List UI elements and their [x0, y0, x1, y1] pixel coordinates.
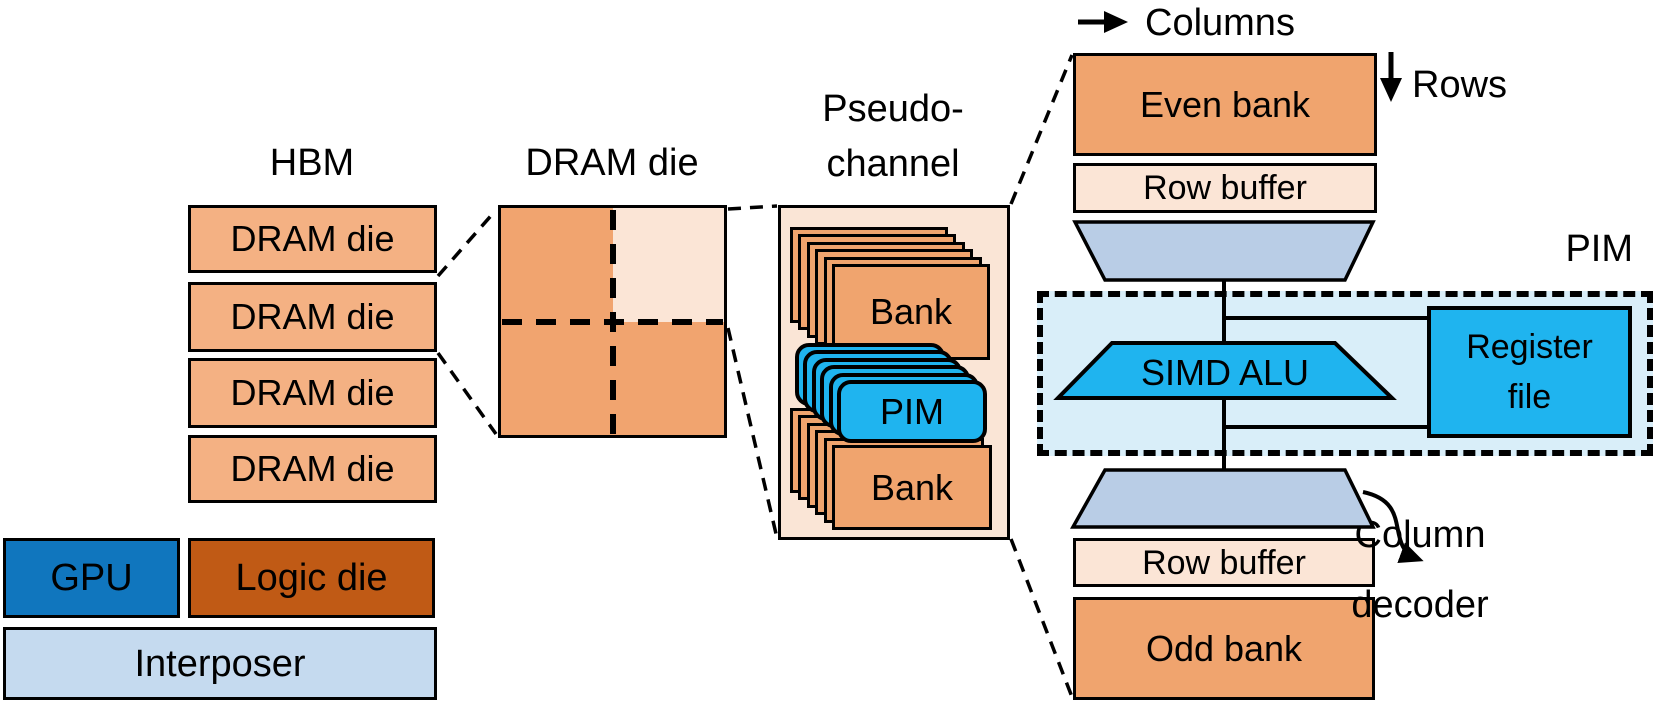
row-buffer-label: Row buffer: [1143, 169, 1307, 207]
even-bank-box: Even bank: [1073, 53, 1377, 156]
register-file-box: Register file: [1427, 306, 1632, 438]
bank-label: Bank: [870, 466, 954, 508]
logic-die-box: Logic die: [188, 538, 435, 618]
row-buffer-label: Row buffer: [1142, 543, 1306, 582]
bank-label: Bank: [869, 291, 953, 332]
dram-die-box-2: DRAM die: [188, 282, 437, 352]
odd-bank-box: Odd bank: [1073, 597, 1375, 700]
logic-die-label: Logic die: [235, 557, 388, 599]
column-decoder-line1: Column: [1354, 514, 1486, 556]
interposer-label: Interposer: [134, 642, 306, 685]
row-buffer-bottom-box: Row buffer: [1073, 538, 1375, 587]
dashed-connector-channel-to-bank-bottom: [1009, 538, 1074, 698]
gpu-box: GPU: [3, 538, 180, 618]
dram-die-box-1: DRAM die: [188, 205, 437, 273]
dram-die-label: DRAM die: [230, 372, 395, 413]
column-decoder-top-shape: [1072, 220, 1376, 282]
dashed-connector-hbm-to-die-top: [436, 208, 498, 278]
die-quadrant-top-right: [613, 208, 724, 322]
pseudo-channel-title: Pseudo- channel: [763, 82, 1023, 192]
pim-region-label: PIM: [1565, 228, 1633, 270]
dashed-connector-hbm-to-die-bottom: [436, 351, 498, 436]
dram-die-label: DRAM die: [230, 448, 395, 489]
die-quadrant-bottom-right: [613, 322, 724, 435]
dram-die-box-3: DRAM die: [188, 358, 437, 428]
dram-die-map: [498, 205, 727, 438]
hbm-title: HBM: [269, 142, 355, 184]
column-decoder-line2: decoder: [1351, 584, 1489, 626]
columns-label: Columns: [1145, 2, 1295, 44]
bank-front-bottom: Bank: [832, 445, 992, 530]
pseudo-channel-title-line1: Pseudo-: [822, 88, 964, 130]
pim-label: PIM: [879, 390, 944, 432]
dram-die-box-4: DRAM die: [188, 435, 437, 503]
die-quadrant-bottom-left: [501, 322, 613, 435]
register-file-line1: Register: [1466, 328, 1593, 366]
pseudo-channel-title-line2: channel: [826, 143, 960, 185]
dashed-connector-die-to-channel-top: [727, 204, 778, 211]
register-file-line2: file: [1507, 378, 1552, 416]
pim-front: PIM: [837, 380, 987, 443]
column-decoder-label: Column decoder: [1300, 500, 1540, 640]
dram-die-title: DRAM die: [525, 142, 699, 184]
dram-die-label: DRAM die: [230, 296, 395, 337]
simd-alu-label: SIMD ALU: [1140, 352, 1310, 393]
even-bank-label: Even bank: [1139, 83, 1311, 125]
odd-bank-label: Odd bank: [1145, 627, 1303, 669]
rows-label: Rows: [1412, 64, 1508, 106]
row-buffer-top-box: Row buffer: [1073, 163, 1377, 213]
dram-die-label: DRAM die: [230, 218, 395, 259]
interposer-box: Interposer: [3, 627, 437, 700]
gpu-label: GPU: [50, 557, 133, 599]
dashed-connector-die-to-channel-bottom: [726, 327, 779, 539]
die-quadrant-top-left: [501, 208, 613, 322]
